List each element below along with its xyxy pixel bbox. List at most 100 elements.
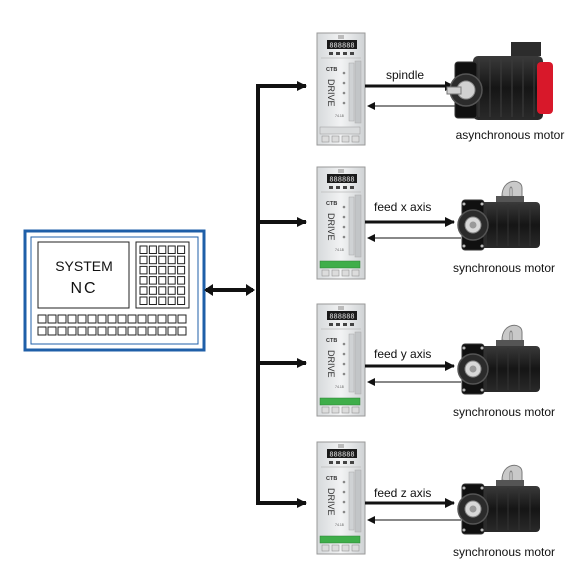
drive-button — [350, 323, 354, 326]
drive-button — [350, 461, 354, 464]
bus-arrow-left — [204, 284, 213, 296]
motor-bolt — [480, 202, 484, 206]
keyboard-key — [107, 314, 117, 324]
drive-screw-terminal — [351, 135, 360, 143]
drive-screw-terminal — [331, 406, 340, 414]
nc-unit-inner-frame — [30, 236, 199, 345]
drive-led — [342, 101, 346, 105]
keyboard-key — [67, 326, 77, 336]
motor-bolt — [462, 202, 466, 206]
keyboard-key — [177, 326, 187, 336]
drive-screw-terminal — [321, 544, 330, 552]
keypad-key — [148, 245, 157, 254]
drive-mount-hole — [338, 306, 344, 310]
motor-label-2: synchronous motor — [453, 261, 555, 275]
motor-connector — [501, 324, 523, 345]
keyboard-key — [157, 326, 167, 336]
keyboard-key — [67, 314, 77, 324]
drive-display-digits: 888888 — [329, 42, 354, 50]
keypad-key — [177, 255, 186, 265]
drive-side-rail — [354, 60, 362, 124]
drive-led — [342, 81, 346, 85]
keyboard-key — [87, 314, 97, 324]
keypad-key — [158, 296, 167, 305]
keyboard-key — [57, 326, 67, 336]
keyboard-key — [117, 314, 127, 324]
drive-screw-terminal — [321, 406, 330, 414]
drive-display — [327, 449, 357, 458]
synchronous-motor-3 — [457, 464, 540, 535]
bus-lines — [204, 81, 307, 508]
nc-unit: SYSTEM NC — [23, 229, 206, 352]
drive-screw-terminal — [351, 544, 360, 552]
keyboard-key — [177, 314, 187, 324]
drive-connector — [348, 62, 355, 122]
keyboard-key — [47, 326, 57, 336]
keypad-key — [139, 296, 148, 305]
drive-model: DRIVE — [326, 350, 336, 378]
keypad-key — [148, 265, 157, 275]
drive-display — [327, 40, 357, 49]
asynchronous-motor — [446, 42, 553, 120]
keypad-key — [177, 276, 186, 285]
keypad-key — [158, 286, 167, 295]
motor-bolt — [480, 244, 484, 248]
keyboard-key — [147, 314, 157, 324]
nc-title-line2: NC — [70, 280, 97, 297]
link-label-3: feed y axis — [374, 347, 431, 361]
drive-terminal-block — [319, 126, 361, 135]
keypad-key — [139, 276, 148, 285]
keypad-key — [177, 296, 186, 305]
drive-brand: CTB — [326, 476, 337, 482]
keypad-key — [158, 265, 167, 275]
motor-body — [480, 486, 540, 532]
drive-button — [350, 186, 354, 189]
drive-led — [342, 342, 346, 346]
bus-arrow-right — [246, 284, 255, 296]
motor-shaft — [446, 86, 462, 95]
keypad-key — [158, 245, 167, 254]
keypad-key — [139, 255, 148, 265]
keypad-key — [139, 286, 148, 295]
keypad-key — [158, 255, 167, 265]
keypad-key — [167, 245, 176, 254]
drive-screw-terminal — [341, 406, 350, 414]
drive-button — [343, 461, 347, 464]
drive-side-code: 74.18 — [335, 248, 344, 252]
drive-model: DRIVE — [326, 213, 336, 241]
keyboard-key — [107, 326, 117, 336]
drive-led — [342, 91, 346, 95]
drive-button — [336, 461, 340, 464]
keyboard-key — [127, 314, 137, 324]
keypad-key — [148, 286, 157, 295]
link-label-2: feed x axis — [374, 200, 431, 214]
drive-led — [342, 352, 346, 356]
drive-screw-terminal — [331, 135, 340, 143]
keyboard-key — [57, 314, 67, 324]
keyboard-key — [37, 314, 47, 324]
drive-screw-terminal — [341, 135, 350, 143]
drive-connector — [348, 333, 355, 393]
motor-connector — [501, 464, 523, 485]
motor-bolt — [462, 388, 466, 392]
nc-screen — [37, 241, 130, 309]
motor-body — [480, 346, 540, 392]
keyboard-key — [97, 326, 107, 336]
drive-led — [342, 480, 346, 484]
nc-keypad-keys — [139, 245, 186, 305]
motor-label-3: synchronous motor — [453, 405, 555, 419]
motor-shaft — [469, 505, 477, 513]
drive-led — [342, 225, 346, 229]
drive-side-code: 74.18 — [335, 385, 344, 389]
keyboard-key — [97, 314, 107, 324]
motor-bolt — [462, 528, 466, 532]
keypad-key — [177, 286, 186, 295]
motor-connector-base — [496, 480, 524, 490]
drive-led — [342, 490, 346, 494]
